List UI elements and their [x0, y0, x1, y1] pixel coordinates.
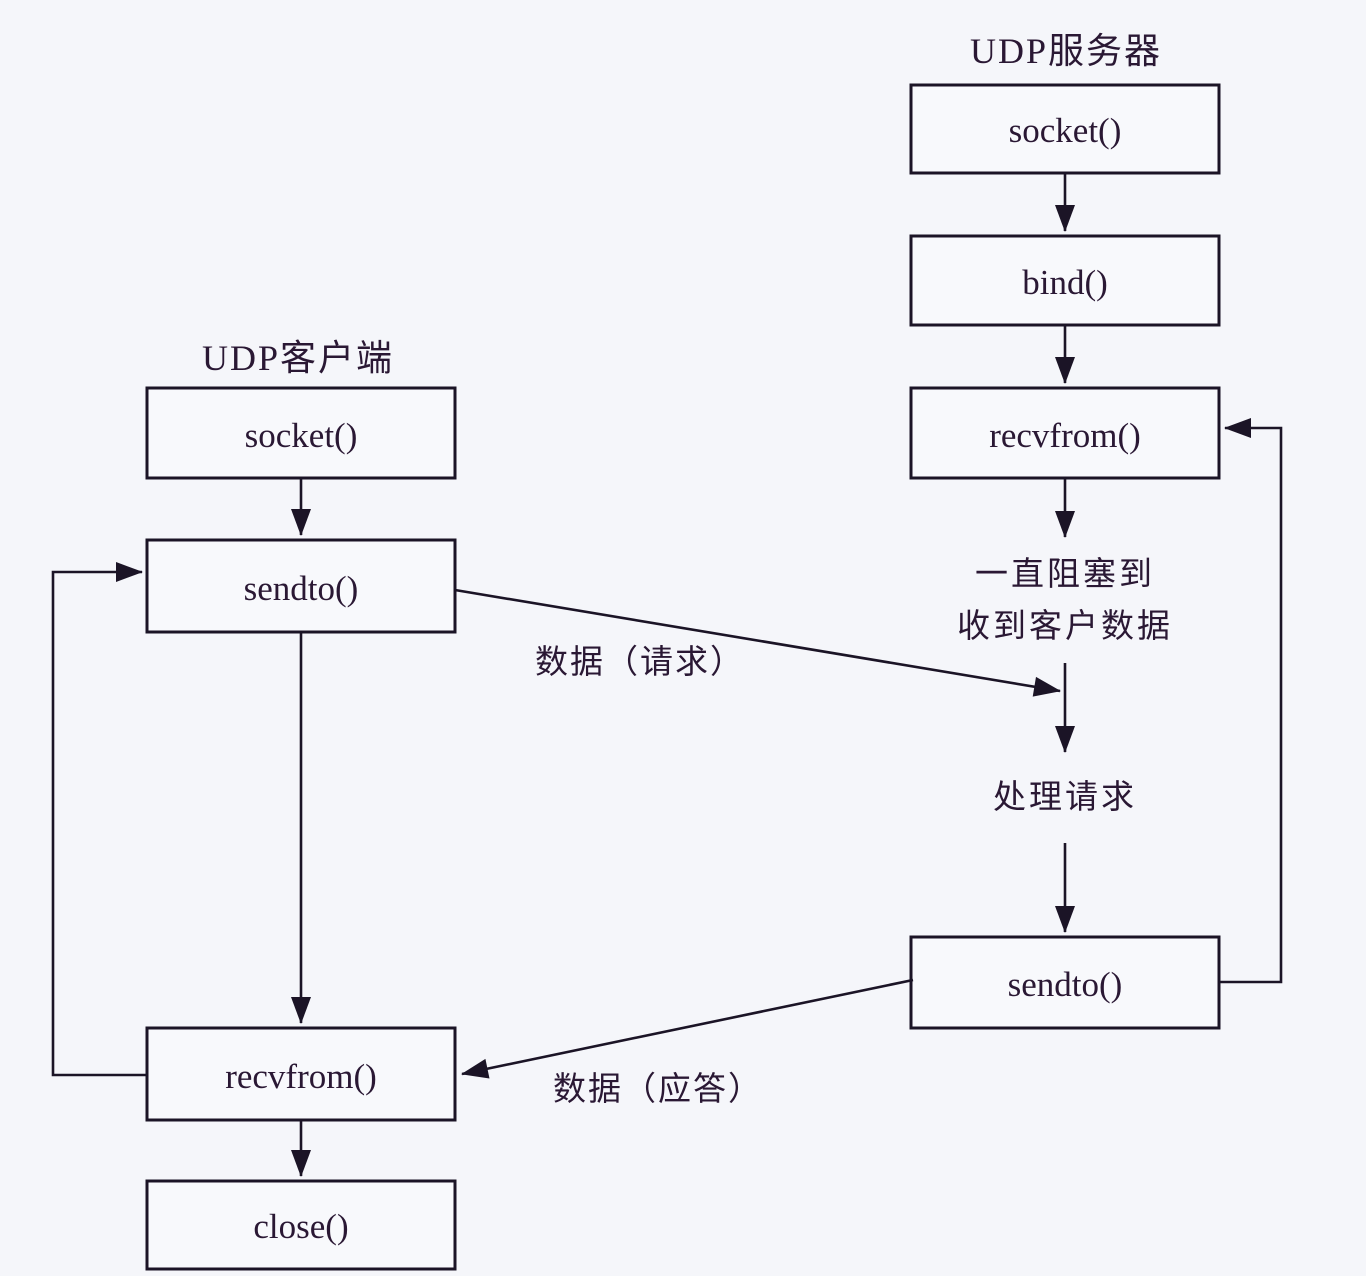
- server-socket-box: [909, 83, 1221, 175]
- server-column-title: UDP服务器: [970, 31, 1162, 71]
- server-process-note: 处理请求: [993, 779, 1137, 816]
- server-sendto-label: sendto(): [1008, 965, 1123, 1004]
- server-socket-label: socket(): [1009, 111, 1122, 150]
- request-edge-label: 数据（请求）: [535, 644, 745, 681]
- arrow-server-sendto-loop-to-recvfrom: [1219, 418, 1283, 984]
- client-recvfrom-label: recvfrom(): [225, 1057, 377, 1096]
- arrow-request-client-to-server: [454, 588, 1061, 697]
- server-recvfrom-box: [909, 386, 1221, 480]
- client-socket-label: socket(): [245, 416, 358, 455]
- client-close-label: close(): [253, 1207, 348, 1246]
- client-sendto-box: [145, 538, 457, 634]
- arrow-client-recvfrom-loop-to-sendto: [51, 562, 147, 1077]
- client-close-box: [145, 1179, 457, 1271]
- client-sendto-label: sendto(): [244, 569, 359, 608]
- server-bind-label: bind(): [1022, 263, 1108, 302]
- client-column-title: UDP客户端: [202, 338, 394, 378]
- server-bind-box: [909, 234, 1221, 327]
- server-block-note-line2: 收到客户数据: [957, 608, 1173, 645]
- reply-edge-label: 数据（应答）: [553, 1071, 763, 1108]
- arrow-reply-server-to-client: [461, 978, 914, 1079]
- server-recvfrom-label: recvfrom(): [989, 416, 1141, 455]
- server-block-note-line1: 一直阻塞到: [975, 556, 1155, 593]
